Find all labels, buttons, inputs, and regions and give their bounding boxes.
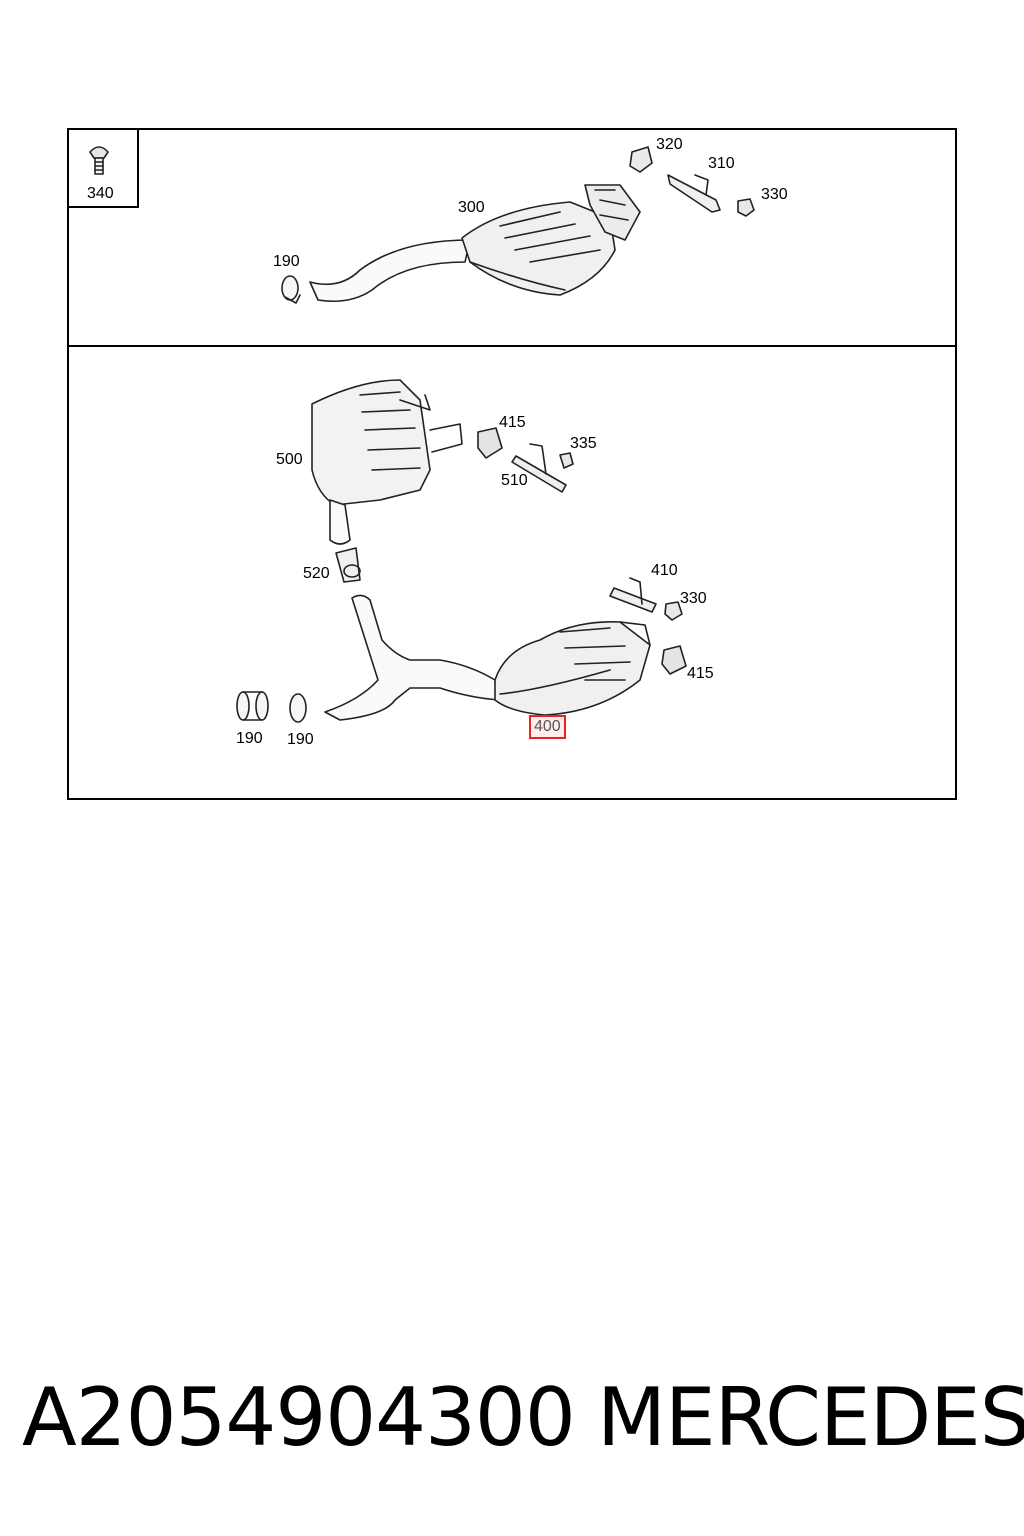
callout-300[interactable]: 300 bbox=[458, 199, 485, 216]
callout-510[interactable]: 510 bbox=[501, 472, 528, 489]
hanger-310-icon bbox=[667, 174, 721, 213]
muffler-300-drawing bbox=[309, 184, 641, 303]
callout-330-top[interactable]: 330 bbox=[761, 186, 788, 203]
callout-190-top[interactable]: 190 bbox=[273, 253, 300, 270]
rubber-mount-415-a-icon bbox=[477, 427, 503, 459]
callout-520[interactable]: 520 bbox=[303, 565, 330, 582]
clamp-190-b1-icon bbox=[236, 691, 269, 721]
pipe-sleeve-520-icon bbox=[335, 547, 361, 583]
callout-320[interactable]: 320 bbox=[656, 136, 683, 153]
callout-500[interactable]: 500 bbox=[276, 451, 303, 468]
muffler-500-drawing bbox=[311, 379, 463, 545]
callout-190-b1[interactable]: 190 bbox=[236, 730, 263, 747]
clamp-190-top-icon bbox=[281, 275, 301, 304]
bracket-510-icon bbox=[511, 443, 567, 493]
muffler-400-drawing bbox=[324, 594, 651, 721]
inset-box-340 bbox=[67, 128, 139, 208]
callout-335[interactable]: 335 bbox=[570, 435, 597, 452]
callout-330-bottom[interactable]: 330 bbox=[680, 590, 707, 607]
nut-330-top-icon bbox=[737, 198, 755, 217]
callout-410[interactable]: 410 bbox=[651, 562, 678, 579]
hanger-410-icon bbox=[609, 577, 657, 613]
callout-340[interactable]: 340 bbox=[87, 185, 114, 202]
callout-310[interactable]: 310 bbox=[708, 155, 735, 172]
callout-415-a[interactable]: 415 bbox=[499, 414, 526, 431]
diagram-frame bbox=[67, 128, 957, 800]
clamp-190-b2-icon bbox=[289, 693, 307, 723]
section-divider bbox=[67, 345, 957, 347]
brand-name: MERCEDES bbox=[597, 1371, 1024, 1464]
screw-340-icon bbox=[89, 146, 109, 175]
footer: A2054904300 MERCEDES bbox=[22, 1370, 1024, 1470]
callout-400-highlighted[interactable]: 400 bbox=[529, 715, 566, 739]
nut-330-bottom-icon bbox=[664, 601, 683, 621]
nut-335-icon bbox=[559, 452, 574, 469]
bracket-320-icon bbox=[629, 146, 653, 173]
rubber-mount-415-b-icon bbox=[661, 645, 687, 675]
callout-190-b2[interactable]: 190 bbox=[287, 731, 314, 748]
callout-415-b[interactable]: 415 bbox=[687, 665, 714, 682]
part-number: A2054904300 bbox=[22, 1371, 576, 1464]
